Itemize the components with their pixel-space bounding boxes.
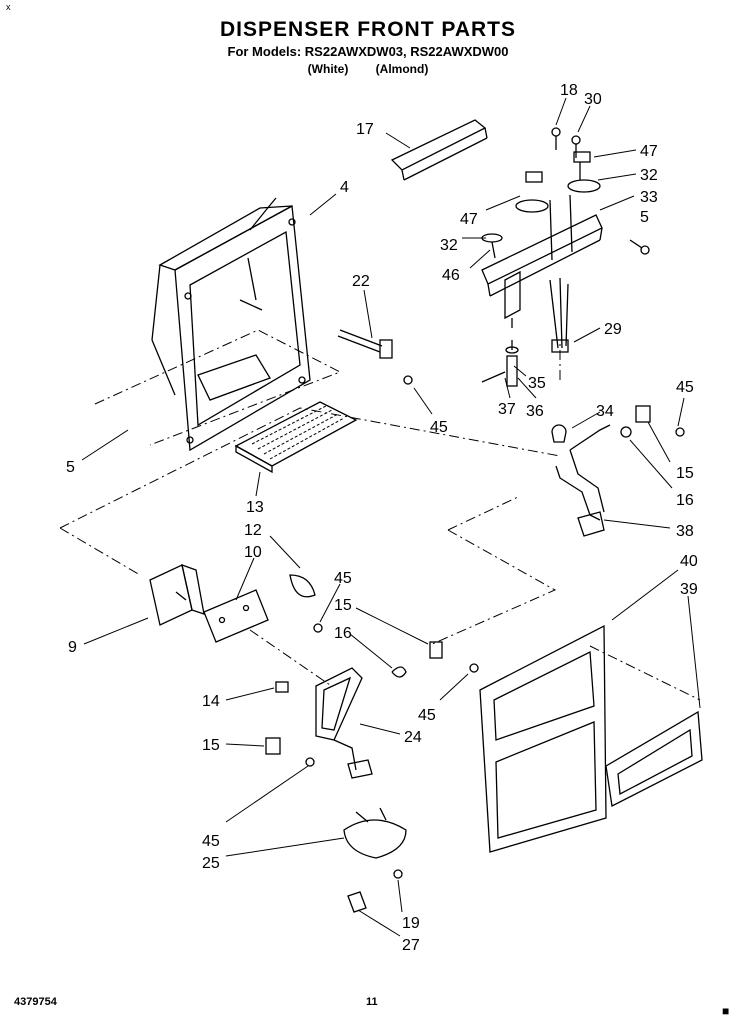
part-ice-chute	[343, 807, 407, 859]
callout-38: 38	[676, 523, 694, 540]
callout-34: 34	[596, 403, 614, 420]
callout-32-top: 32	[640, 167, 658, 184]
model-list: For Models: RS22AWXDW03, RS22AWXDW00	[227, 44, 509, 59]
part-top-trim	[390, 119, 488, 181]
callout-45-lower-right: 45	[418, 707, 436, 724]
part-screw-lower	[305, 757, 315, 767]
callout-37: 37	[498, 401, 516, 418]
part-screw-middle-right	[469, 663, 479, 673]
part-screw-top-a	[551, 127, 561, 150]
callout-47-top: 47	[640, 143, 658, 160]
part-screw-middle	[313, 623, 323, 633]
page-number: 11	[366, 996, 378, 1008]
corner-mark-top-left: x	[6, 2, 11, 12]
callout-5-left: 5	[66, 459, 75, 476]
part-valve-shaft	[481, 340, 519, 387]
callout-47-left: 47	[460, 211, 478, 228]
callout-45-right: 45	[676, 379, 694, 396]
variant-white: (White)	[307, 62, 349, 76]
variant-almond: (Almond)	[375, 62, 429, 76]
callout-22: 22	[352, 273, 370, 290]
model-variants: (White) (Almond)	[0, 62, 736, 76]
callout-45-lower-left: 45	[202, 833, 220, 850]
callout-29: 29	[604, 321, 622, 338]
callout-10: 10	[244, 544, 262, 561]
part-switch-cover-left	[515, 199, 549, 213]
callout-40: 40	[680, 553, 698, 570]
callout-16-right: 16	[676, 492, 694, 509]
part-switch-cover-right	[567, 179, 601, 193]
part-screw-right	[675, 427, 685, 437]
part-switch-module	[149, 563, 205, 626]
part-screw-bracket	[640, 245, 650, 255]
part-clip-small	[275, 681, 289, 693]
callout-36: 36	[526, 403, 544, 420]
callout-labels: 17 4 18 30 47 32 33 5 47 32 46 22 29 35 …	[66, 82, 698, 954]
callout-4: 4	[340, 179, 349, 196]
callout-32-left: 32	[440, 237, 458, 254]
callout-46: 46	[442, 267, 460, 284]
callout-30: 30	[584, 91, 602, 108]
page-title: DISPENSER FRONT PARTS	[220, 18, 516, 41]
part-lever-bracket	[481, 194, 603, 328]
callout-13: 13	[246, 499, 264, 516]
part-cap	[289, 574, 316, 598]
part-spring-middle	[391, 666, 407, 678]
assembly-lines	[59, 329, 701, 701]
callout-16-middle: 16	[334, 625, 352, 642]
callout-15-right: 15	[676, 465, 694, 482]
callout-25: 25	[202, 855, 220, 872]
part-water-lever	[555, 424, 611, 537]
callout-14: 14	[202, 693, 220, 710]
callout-9: 9	[68, 639, 77, 656]
part-spring-right	[620, 426, 632, 438]
document-number: 4379754	[14, 996, 57, 1008]
corner-mark-bottom-right: ■	[722, 1004, 730, 1018]
part-switch-left	[525, 171, 543, 183]
callout-39: 39	[680, 581, 698, 598]
part-wire-harness	[549, 277, 569, 353]
callout-45-upper: 45	[430, 419, 448, 436]
part-front-panel	[479, 624, 607, 853]
part-clip-right	[635, 405, 651, 423]
part-mounting-plate	[203, 589, 269, 643]
part-dispenser-housing	[151, 197, 311, 452]
callout-12: 12	[244, 522, 262, 539]
callout-45-middle: 45	[334, 570, 352, 587]
callout-17: 17	[356, 121, 374, 138]
callout-5-right: 5	[640, 209, 649, 226]
callout-19: 19	[402, 915, 420, 932]
callout-18: 18	[560, 82, 578, 99]
callout-27: 27	[402, 937, 420, 954]
part-panel-insert	[605, 710, 703, 807]
part-plunger	[551, 424, 567, 443]
part-screw-top-b	[571, 135, 581, 158]
part-clip-left	[265, 737, 281, 755]
callout-35: 35	[528, 375, 546, 392]
part-switch-right	[573, 151, 591, 163]
callout-15-left: 15	[202, 737, 220, 754]
callout-24: 24	[404, 729, 422, 746]
part-ice-paddle	[315, 667, 373, 779]
part-button	[347, 891, 367, 913]
part-screw-button	[393, 869, 403, 879]
part-clip-middle	[429, 641, 443, 659]
callout-33: 33	[640, 189, 658, 206]
part-drip-grille	[234, 401, 358, 474]
part-linkage-rod	[337, 329, 413, 385]
leader-lines	[81, 97, 701, 937]
callout-15-middle: 15	[334, 597, 352, 614]
